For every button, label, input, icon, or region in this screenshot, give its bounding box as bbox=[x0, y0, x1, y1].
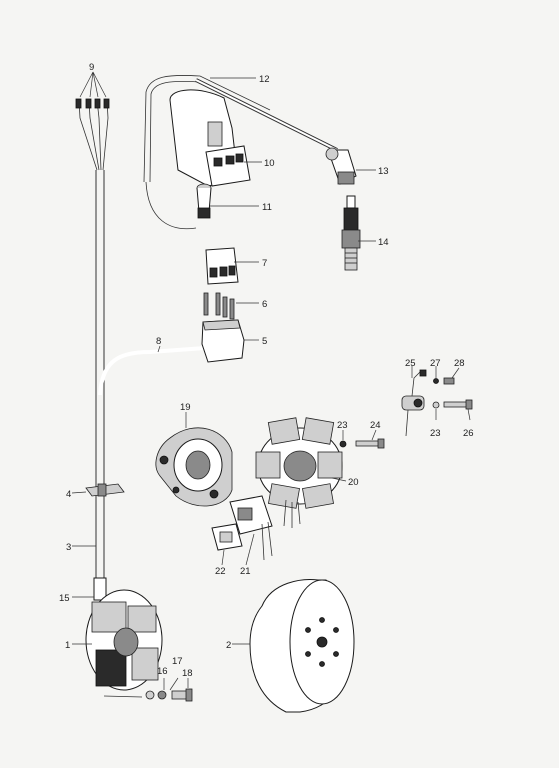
spark-plug bbox=[341, 195, 361, 271]
callout-3: 3 bbox=[66, 542, 71, 553]
stator-with-coils bbox=[255, 417, 343, 528]
spark-plug-cap bbox=[325, 147, 357, 185]
lighting-coil bbox=[229, 495, 273, 561]
stator-base-plate bbox=[155, 427, 233, 507]
callout-12: 12 bbox=[259, 74, 270, 85]
callout-labels: 9 12 10 13 11 14 7 6 5 8 19 25 27 28 23 … bbox=[59, 62, 474, 679]
insulator-plate bbox=[211, 523, 243, 551]
callout-6: 6 bbox=[262, 299, 267, 310]
callout-14: 14 bbox=[378, 237, 389, 248]
ignition-coil bbox=[143, 74, 338, 230]
branch-harness bbox=[98, 346, 206, 396]
callout-17: 17 bbox=[172, 656, 183, 667]
callout-19: 19 bbox=[180, 402, 191, 413]
harness-sleeve bbox=[93, 577, 107, 601]
screw-24-with-washer bbox=[339, 438, 385, 449]
callout-24: 24 bbox=[370, 420, 381, 431]
callout-8: 8 bbox=[156, 336, 161, 347]
callout-25: 25 bbox=[405, 358, 416, 369]
callout-13: 13 bbox=[378, 166, 389, 177]
callout-28: 28 bbox=[454, 358, 465, 369]
wire-end-terminals bbox=[75, 98, 110, 109]
callout-11: 11 bbox=[262, 202, 272, 213]
condenser-hardware bbox=[432, 377, 473, 410]
callout-4: 4 bbox=[66, 489, 71, 500]
callout-26: 26 bbox=[463, 428, 474, 439]
callout-18: 18 bbox=[182, 668, 193, 679]
wiring-harness bbox=[75, 98, 110, 601]
callout-21: 21 bbox=[240, 566, 251, 577]
callout-5: 5 bbox=[262, 336, 267, 347]
callout-20: 20 bbox=[348, 477, 359, 488]
callout-15: 15 bbox=[59, 593, 70, 604]
terminal-pins bbox=[203, 292, 235, 320]
callout-16: 16 bbox=[157, 666, 168, 677]
connector-housing bbox=[201, 319, 245, 363]
flywheel-rotor bbox=[249, 579, 355, 713]
callout-2: 2 bbox=[226, 640, 231, 651]
plug-block bbox=[205, 247, 239, 285]
callout-10: 10 bbox=[264, 158, 275, 169]
leader-lines bbox=[71, 71, 471, 698]
cable-clip bbox=[85, 483, 125, 497]
callout-7: 7 bbox=[262, 258, 267, 269]
callout-23-upper: 23 bbox=[337, 420, 348, 431]
callout-1: 1 bbox=[65, 640, 70, 651]
stator-screws bbox=[145, 688, 193, 702]
stator-assembly bbox=[85, 589, 163, 691]
callout-22: 22 bbox=[215, 566, 226, 577]
callout-23-lower: 23 bbox=[430, 428, 441, 439]
callout-27: 27 bbox=[430, 358, 441, 369]
callout-9: 9 bbox=[89, 62, 94, 73]
condenser bbox=[401, 369, 427, 437]
coil-terminal bbox=[196, 183, 212, 219]
